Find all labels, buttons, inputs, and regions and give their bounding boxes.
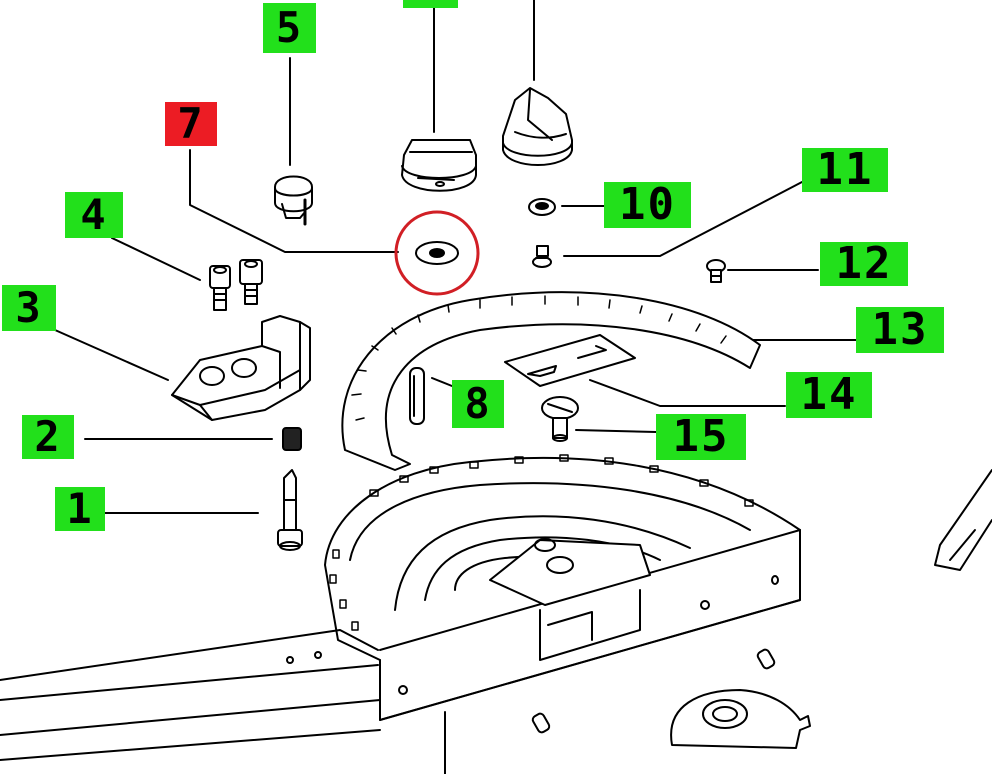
part-5-knob-cap	[274, 175, 313, 226]
part-11-small-screw	[532, 245, 552, 268]
callout-2: 2	[22, 415, 74, 459]
part-9-wing-knob	[502, 87, 573, 166]
part-3-stop-block	[171, 315, 311, 421]
callout-6-cropped	[403, 0, 458, 8]
part-7-washer	[415, 241, 459, 265]
callout-3: 3	[2, 285, 56, 331]
part-12-small-screw	[706, 259, 726, 283]
callout-8: 8	[452, 380, 504, 428]
right-edge-part	[934, 469, 992, 571]
part-6-rotary-knob	[401, 139, 477, 192]
callout-1: 1	[55, 487, 105, 531]
part-2-grub-screw	[282, 427, 302, 451]
callout-15: 15	[656, 414, 746, 460]
lower-bracket	[670, 689, 811, 749]
callout-13: 13	[856, 307, 944, 353]
part-1-bolt	[277, 469, 303, 551]
part-8-pin	[409, 367, 425, 425]
callout-5: 5	[263, 3, 316, 53]
callout-4: 4	[65, 192, 123, 238]
callout-7: 7	[165, 102, 217, 146]
guide-rail	[0, 629, 381, 761]
miter-gauge-base	[324, 454, 801, 721]
callout-11: 11	[802, 148, 888, 192]
part-14-arrow-plate	[504, 334, 636, 387]
part-13-protractor-scale	[341, 291, 761, 471]
callout-14: 14	[786, 372, 872, 418]
part-10-nut	[528, 198, 556, 216]
part-15-thumb-screw	[541, 396, 579, 442]
part-4-cap-screws	[209, 259, 263, 311]
callout-12: 12	[820, 242, 908, 286]
leader-lines	[54, 0, 857, 774]
small-pins	[531, 648, 776, 734]
highlight-circle	[394, 210, 480, 296]
callout-10: 10	[604, 182, 691, 228]
